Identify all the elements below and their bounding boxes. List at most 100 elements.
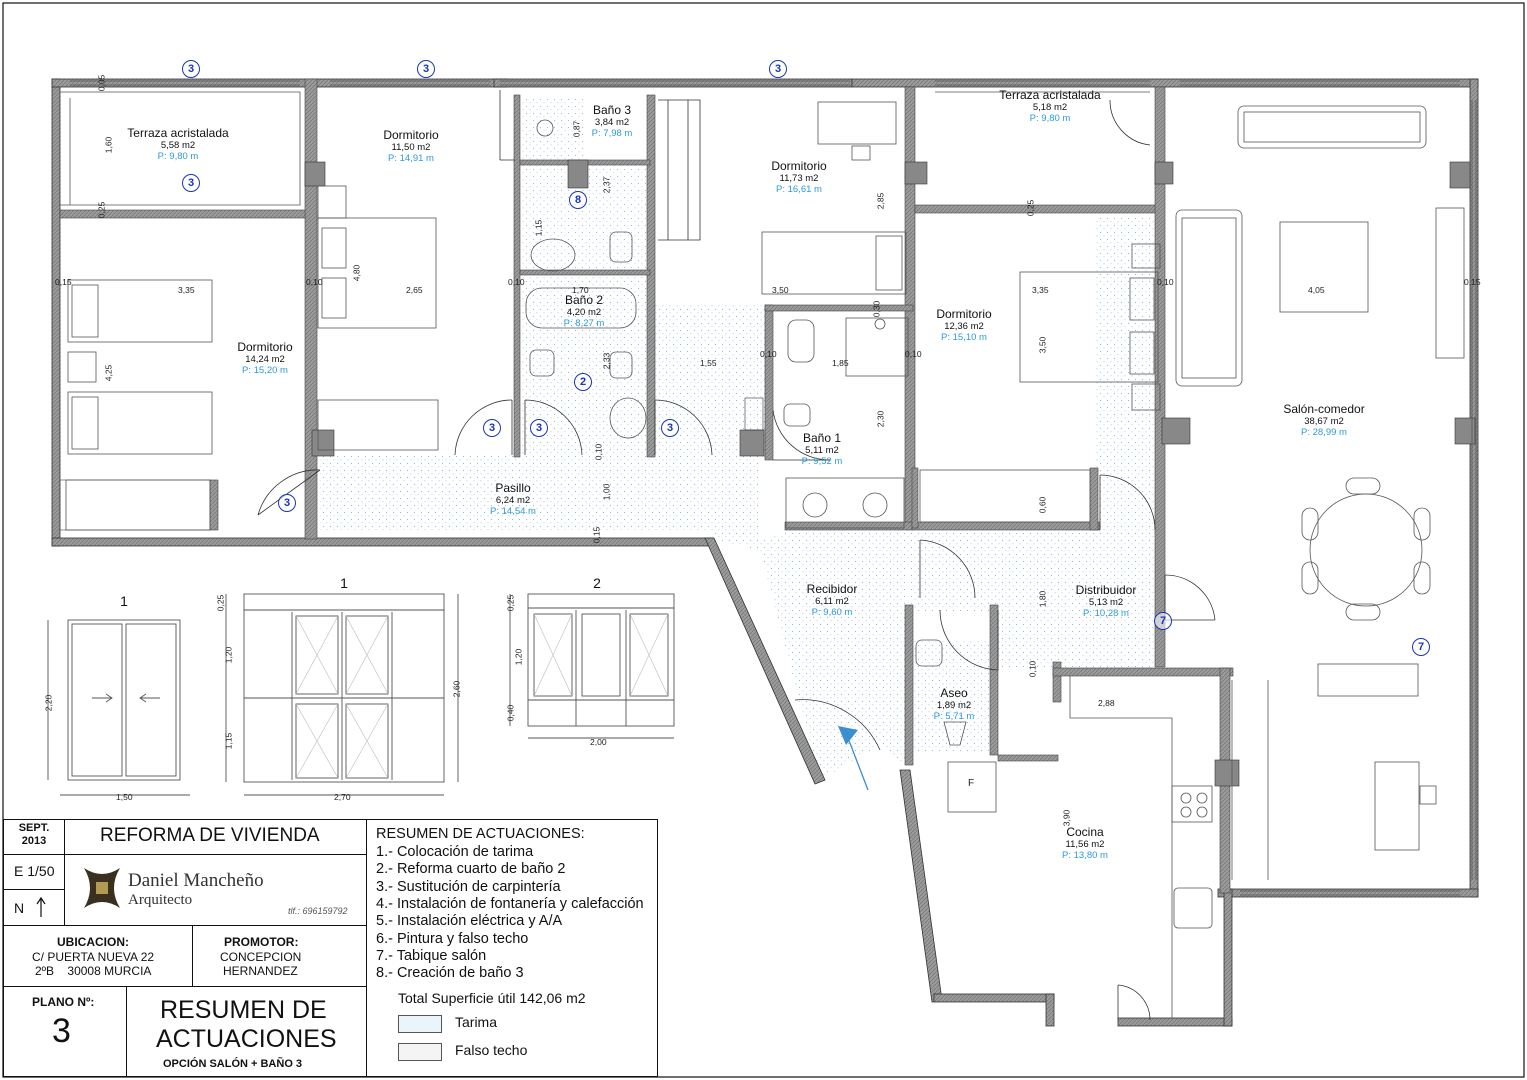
total-surface: Total Superficie útil 142,06 m2 bbox=[398, 990, 586, 1006]
room-area: 5,11 m2 bbox=[805, 444, 839, 456]
architect-name: Daniel Mancheño bbox=[128, 870, 264, 891]
room-area: 5,13 m2 bbox=[1088, 596, 1124, 608]
sheet-title-line-2: ACTUACIONES bbox=[156, 1025, 337, 1053]
elevation-label: 1 bbox=[340, 575, 348, 591]
room-name: Dormitorio bbox=[383, 128, 439, 142]
action-marker-3: 3 bbox=[661, 419, 679, 437]
action-marker-3: 3 bbox=[769, 60, 787, 78]
room-perimeter: P: 10,28 m bbox=[1083, 607, 1129, 619]
promotor-label: PROMOTOR: bbox=[224, 935, 299, 949]
room-area: 3,84 m2 bbox=[594, 116, 630, 128]
false-ceiling-areas bbox=[320, 98, 1165, 780]
room-perimeter: P: 14,91 m bbox=[388, 152, 434, 164]
room-name: Baño 1 bbox=[802, 431, 842, 445]
elevation-dimension: 1,20 bbox=[223, 646, 234, 664]
dimension-label: 3,50 bbox=[1037, 336, 1048, 354]
dimension-label: 2,85 bbox=[875, 192, 886, 210]
sheet-title-line-1: RESUMEN DE bbox=[160, 996, 327, 1024]
dimension-label: 0,15 bbox=[1464, 277, 1481, 287]
dimension-label: 1,85 bbox=[832, 358, 849, 368]
action-marker-3: 3 bbox=[182, 174, 200, 192]
room-area: 6,11 m2 bbox=[815, 595, 849, 607]
legend-swatch bbox=[398, 1043, 442, 1061]
room-perimeter: P: 15,10 m bbox=[941, 331, 987, 343]
room-perimeter: P: 14,54 m bbox=[490, 505, 536, 517]
elevation-dimension: 1,15 bbox=[223, 732, 234, 750]
room-perimeter: P: 8,27 m bbox=[563, 317, 605, 329]
summary-item: 8.- Creación de baño 3 bbox=[376, 965, 524, 982]
dimension-label: 3,90 bbox=[1061, 809, 1072, 827]
elevation-label: 1 bbox=[120, 593, 128, 609]
plano-label: PLANO Nº: bbox=[32, 995, 95, 1009]
dimension-label: 1,55 bbox=[700, 358, 717, 368]
action-marker-8: 8 bbox=[569, 191, 587, 209]
dimension-label: 1,15 bbox=[533, 219, 544, 237]
architect-logo-icon bbox=[84, 868, 120, 908]
dimension-label: 0,05 bbox=[96, 74, 107, 92]
elevation-dimension: 2,20 bbox=[43, 694, 54, 712]
legend-swatch bbox=[398, 1015, 442, 1033]
ubicacion-line-2: 2ºB 30008 MURCIA bbox=[35, 964, 152, 978]
dimension-label: 2,88 bbox=[1098, 698, 1115, 708]
dimension-label: 0,15 bbox=[591, 526, 602, 544]
dimension-label: 0,15 bbox=[55, 277, 72, 287]
furniture bbox=[65, 101, 1465, 1018]
legend-label: Falso techo bbox=[455, 1042, 528, 1058]
action-marker-7: 7 bbox=[1412, 638, 1430, 656]
room-name: Recibidor bbox=[806, 582, 858, 596]
summary-title: RESUMEN DE ACTUACIONES: bbox=[376, 826, 585, 842]
dimension-label: 0,87 bbox=[571, 120, 582, 138]
summary-item: 5.- Instalación eléctrica y A/A bbox=[376, 913, 563, 930]
architect-role: Arquitecto bbox=[128, 892, 193, 908]
project-title: REFORMA DE VIVIENDA bbox=[100, 825, 320, 846]
room-perimeter: P: 9,80 m bbox=[1029, 112, 1071, 124]
room-area: 38,67 m2 bbox=[1304, 415, 1344, 427]
dimension-label: 0,25 bbox=[1025, 199, 1036, 217]
dimension-label: 0,10 bbox=[306, 277, 323, 287]
elevation-dimension: 0,25 bbox=[505, 594, 516, 612]
room-area: 11,50 m2 bbox=[391, 141, 431, 153]
summary-item: 6.- Pintura y falso techo bbox=[376, 930, 529, 947]
dimension-label: 4,25 bbox=[103, 364, 114, 382]
room-name: Dormitorio bbox=[771, 159, 827, 173]
dimension-label: 2,33 bbox=[601, 352, 612, 370]
dimension-label: 0,25 bbox=[96, 201, 107, 219]
room-area: 5,18 m2 bbox=[1032, 101, 1068, 113]
summary-item: 3.- Sustitución de carpintería bbox=[376, 878, 561, 895]
elevation-label: 2 bbox=[593, 575, 601, 591]
dimension-label: 3,50 bbox=[772, 285, 789, 295]
action-marker-2: 2 bbox=[574, 373, 592, 391]
dimension-label: 0,30 bbox=[871, 300, 882, 318]
room-name: Dormitorio bbox=[936, 307, 992, 321]
room-area: 12,36 m2 bbox=[944, 320, 984, 332]
room-name: Pasillo bbox=[495, 481, 531, 495]
action-marker-3: 3 bbox=[278, 494, 296, 512]
room-perimeter: P: 28,99 m bbox=[1301, 426, 1347, 438]
dimension-label: 2,37 bbox=[601, 176, 612, 194]
dimension-label: 0,10 bbox=[1157, 277, 1174, 287]
elevation-dimension: 1,50 bbox=[116, 792, 133, 802]
action-marker-3: 3 bbox=[530, 419, 548, 437]
room-area: 4,20 m2 bbox=[566, 306, 602, 318]
summary-item: 1.- Colocación de tarima bbox=[376, 844, 534, 860]
elevation-drawings bbox=[47, 593, 675, 796]
action-marker-3: 3 bbox=[483, 419, 501, 437]
room-perimeter: P: 9,52 m bbox=[801, 455, 843, 467]
action-marker-3: 3 bbox=[417, 60, 435, 78]
room-area: 11,73 m2 bbox=[779, 172, 819, 184]
dimension-label: 0,10 bbox=[760, 349, 777, 359]
interior-walls bbox=[59, 78, 1234, 894]
room-perimeter: P: 9,80 m bbox=[157, 150, 199, 162]
